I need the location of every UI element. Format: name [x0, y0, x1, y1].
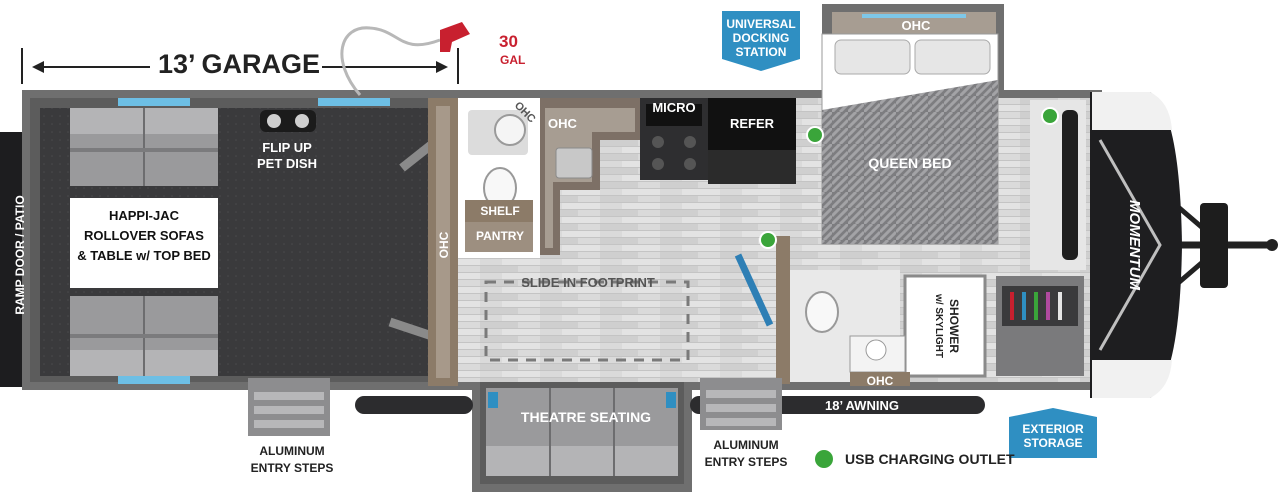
garage-dimension-label: 13’ GARAGE [158, 49, 321, 79]
front-steps-label: ALUMINUM ENTRY STEPS [686, 437, 806, 471]
usb-legend-label: USB CHARGING OUTLET [845, 451, 1015, 467]
fuel-unit: GAL [500, 53, 526, 67]
docking-line-2: DOCKING [732, 31, 790, 45]
kitchen-counter [540, 98, 640, 255]
front-steps-line-2: ENTRY STEPS [704, 455, 788, 469]
queen-bed-label: QUEEN BED [868, 155, 951, 171]
universal-docking-badge: UNIVERSAL DOCKING STATION [722, 11, 800, 71]
sofa-label-1: HAPPI-JAC [109, 208, 180, 223]
pet-dish-label-2: PET DISH [257, 156, 317, 171]
storage-line-2: STORAGE [1023, 436, 1083, 450]
pet-dish-label-1: FLIP UP [262, 140, 312, 155]
queen-bed [821, 33, 999, 245]
range-micro [640, 98, 708, 180]
sofa-label-2: ROLLOVER SOFAS [84, 228, 204, 243]
shower-label-1: SHOWER [947, 299, 961, 353]
usb-outlet-icon [759, 231, 777, 249]
pet-dish [260, 110, 316, 132]
rear-steps-line-1: ALUMINUM [259, 444, 325, 458]
pantry-label: PANTRY [476, 229, 524, 243]
theatre-seating [486, 388, 678, 476]
front-steps-line-1: ALUMINUM [713, 438, 779, 452]
rear-awning [355, 396, 473, 414]
storage-line-1: EXTERIOR [1022, 422, 1084, 436]
rear-bath [458, 98, 540, 258]
usb-outlet-icon [806, 126, 824, 144]
awning-label: 18’ AWNING [825, 398, 899, 413]
ohc-bedroom-label: OHC [902, 18, 932, 33]
ramp-door-label: RAMP DOOR / PATIO [13, 195, 27, 314]
sofa-table [70, 198, 218, 288]
sofa-bottom [70, 296, 218, 376]
ohc-kitchen-label: OHC [548, 116, 578, 131]
front-cap [1090, 92, 1182, 398]
hitch [1168, 198, 1278, 292]
logo-text: MOMENTUM [1126, 200, 1143, 290]
rear-steps-line-2: ENTRY STEPS [250, 461, 334, 475]
exterior-storage-badge: EXTERIOR STORAGE [1009, 408, 1097, 458]
refrigerator [708, 98, 796, 184]
docking-line-3: STATION [735, 45, 787, 59]
ohc-garage-label: OHC [437, 231, 451, 258]
slide-footprint [484, 280, 690, 362]
shelf-label: SHELF [480, 204, 519, 218]
sofa-label-3: & TABLE w/ TOP BED [77, 248, 211, 263]
rear-steps-label: ALUMINUM ENTRY STEPS [232, 443, 352, 477]
ohc-lav-label: OHC [867, 374, 894, 388]
docking-line-1: UNIVERSAL [726, 17, 796, 31]
shower-label-2: w/ SKYLIGHT [933, 293, 944, 358]
sofa-top [70, 108, 218, 186]
slide-footprint-label: SLIDE IN FOOTPRINT [521, 275, 655, 290]
refer-label: REFER [730, 116, 775, 131]
fuel-amount: 30 [499, 32, 518, 51]
usb-legend-icon [815, 450, 833, 468]
garage-dimension [21, 48, 459, 84]
fuel-station-icon [340, 22, 470, 96]
front-entry-steps [700, 378, 782, 430]
rear-entry-steps [248, 378, 330, 436]
theatre-seating-label: THEATRE SEATING [521, 409, 651, 425]
micro-label: MICRO [652, 100, 695, 115]
usb-outlet-icon [1041, 107, 1059, 125]
